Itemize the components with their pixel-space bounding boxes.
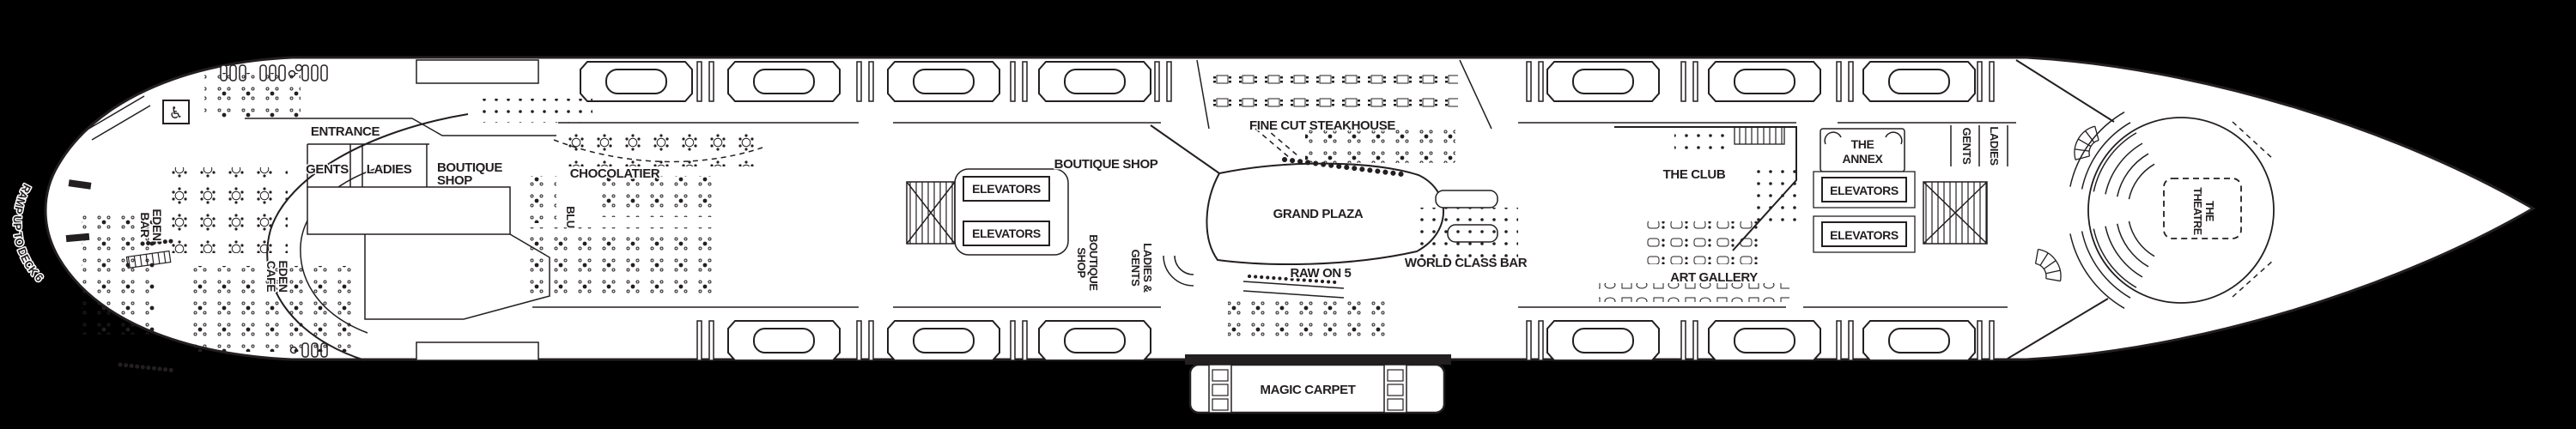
furniture-entrance-row xyxy=(481,99,592,123)
elevators-box xyxy=(1821,221,1907,247)
lifeboat-row-top xyxy=(416,59,1995,102)
label-eden-bar: EDEN BAR xyxy=(137,208,166,243)
label-the-annex-1: THE xyxy=(1851,137,1874,151)
venue-labels: RAMP UP TO DECK 6 ENTRANCE GENTS LADIES … xyxy=(9,118,2217,399)
furniture-art-gallery xyxy=(1599,283,1789,302)
furniture-steakhouse-lower xyxy=(1305,127,1455,163)
label-fine-cut-steakhouse: FINE CUT STEAKHOUSE xyxy=(1249,118,1395,133)
elevators-box xyxy=(1821,177,1907,202)
label-ladies-and-gents: LADIES & GENTS xyxy=(1128,242,1156,293)
label-gents-shops: GENTS xyxy=(306,162,349,177)
label-raw-on-5: RAW ON 5 xyxy=(1291,266,1352,281)
label-elevators-fwd-upper: ELEVATORS xyxy=(1830,184,1899,197)
elevators-box xyxy=(963,176,1050,202)
art-gallery-area xyxy=(1599,283,1789,302)
label-world-class-bar: WORLD CLASS BAR xyxy=(1405,256,1528,270)
svg-text:LADIES &: LADIES & xyxy=(1141,243,1154,292)
svg-text:CAFÉ: CAFÉ xyxy=(264,261,278,293)
furniture-raw-on-5 xyxy=(1228,296,1391,343)
label-boutique-shop-vertical: BOUTIQUE SHOP xyxy=(1074,233,1102,293)
label-boutique-shop-aft-2: SHOP xyxy=(437,173,472,188)
svg-text:EDEN: EDEN xyxy=(150,208,164,241)
label-eden-cafe: EDEN CAFÉ xyxy=(264,259,292,294)
svg-text:BOUTIQUE: BOUTIQUE xyxy=(1087,234,1100,291)
furniture-blu-3 xyxy=(529,176,556,223)
furniture-world-class-bar xyxy=(1419,208,1518,257)
the-theatre-area xyxy=(2007,59,2275,360)
ramp-landing-bar xyxy=(68,179,92,190)
label-the-annex-2: ANNEX xyxy=(1842,152,1883,166)
label-gents-theatre: GENTS xyxy=(1960,128,1973,166)
forward-elevator-lobby xyxy=(1813,171,1988,253)
label-the-theatre: THE THEATRE xyxy=(2190,186,2217,236)
label-elevators-mid-lower: ELEVATORS xyxy=(972,227,1041,240)
furniture-steakhouse xyxy=(1209,63,1458,117)
label-ramp-up-to-deck-6: RAMP UP TO DECK 6 xyxy=(11,182,46,284)
svg-text:EDEN: EDEN xyxy=(276,260,290,293)
label-blu: BLU xyxy=(564,206,577,228)
raw-on-5-area xyxy=(1163,255,1391,343)
wheelchair-access-box: ♿ xyxy=(162,100,190,124)
the-club-area xyxy=(1614,126,1800,264)
furniture-club-entry xyxy=(1674,130,1724,151)
wheelchair-icon: ♿ xyxy=(168,104,183,123)
theatre-seating-arcs xyxy=(2069,112,2155,309)
svg-text:SHOP: SHOP xyxy=(1075,247,1088,278)
furniture-chocolatier xyxy=(558,129,760,166)
grand-plaza-area xyxy=(1150,124,1444,265)
label-ladies-theatre: LADIES xyxy=(1988,126,2001,166)
label-elevators-mid-upper: ELEVATORS xyxy=(972,182,1041,196)
label-grand-plaza: GRAND PLAZA xyxy=(1273,207,1364,221)
furniture-blu-2 xyxy=(528,227,715,294)
svg-text:THEATRE: THEATRE xyxy=(2191,187,2203,234)
furniture-club-bar xyxy=(1753,168,1800,227)
furniture-eden-left xyxy=(82,214,155,335)
label-boutique-shop-mid: BOUTIQUE SHOP xyxy=(1054,157,1158,172)
svg-text:GENTS: GENTS xyxy=(1129,250,1142,287)
fine-cut-steakhouse xyxy=(1196,59,1492,178)
label-the-club: THE CLUB xyxy=(1663,167,1726,182)
furniture-blu-1 xyxy=(592,176,713,217)
blu-restaurant xyxy=(528,176,715,294)
label-boutique-shop-aft-1: BOUTIQUE xyxy=(437,160,502,175)
walkway-lines xyxy=(245,118,2016,308)
theatre-stage xyxy=(2163,178,2242,239)
furniture-eden-lower xyxy=(191,266,358,352)
label-ladies-shops: LADIES xyxy=(367,162,412,177)
midship-elevator-lobby xyxy=(906,168,1069,256)
label-magic-carpet: MAGIC CARPET xyxy=(1260,383,1355,397)
theatre-restrooms xyxy=(1950,125,2008,166)
furniture-eden-main xyxy=(159,167,288,253)
the-annex-room xyxy=(1820,128,1905,172)
label-entrance: ENTRANCE xyxy=(311,124,380,139)
furniture-club-booths xyxy=(1647,221,1759,264)
magic-carpet xyxy=(1185,354,1451,414)
svg-text:THE: THE xyxy=(2203,201,2215,221)
chocolatier-area xyxy=(481,99,763,166)
eden-area xyxy=(65,73,469,373)
shops-block xyxy=(307,143,550,320)
elevators-box xyxy=(963,221,1050,246)
world-class-bar-area xyxy=(1419,190,1518,257)
furniture-eden-top xyxy=(204,73,301,118)
svg-text:BAR: BAR xyxy=(138,212,152,237)
label-elevators-fwd-lower: ELEVATORS xyxy=(1830,228,1899,242)
label-chocolatier: CHOCOLATIER xyxy=(570,166,660,181)
label-art-gallery: ART GALLERY xyxy=(1670,270,1758,285)
lifeboat-row-bottom xyxy=(416,320,1995,361)
